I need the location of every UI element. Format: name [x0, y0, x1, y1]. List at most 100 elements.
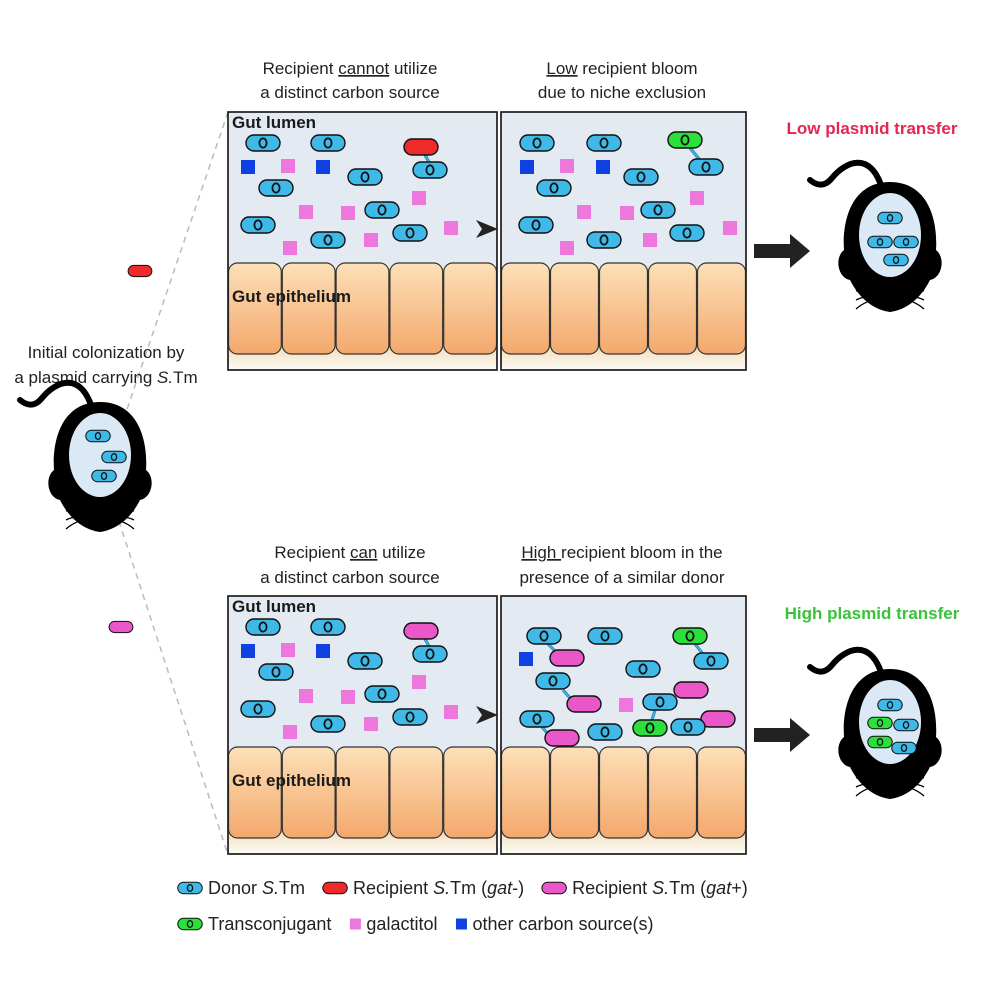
top-right-caption-2: due to niche exclusion: [538, 83, 706, 102]
plasmid-icon: [886, 214, 894, 222]
mouse-low-transfer: [807, 159, 942, 312]
donor-bacterium: [891, 741, 917, 755]
legend-galactitol: galactitol: [366, 914, 437, 934]
whisker: [899, 777, 925, 786]
small-arrow-top: [476, 220, 498, 238]
plasmid-icon: [186, 884, 194, 892]
other-carbon-square: [520, 160, 534, 174]
donor-bacterium: [519, 134, 555, 152]
recipient-gat-plus-bacterium: [544, 729, 580, 747]
recipient-gat-plus-bacterium: [673, 681, 709, 699]
small-arrow-bottom: [476, 706, 498, 724]
donor-bacterium: [245, 618, 281, 636]
recipient-gat-minus-bacterium: [127, 264, 153, 278]
bottom-left-caption: Recipient can utilize: [274, 543, 425, 562]
recipient-gat-plus-bacterium: [541, 881, 567, 895]
epithelial-cell: [227, 262, 282, 355]
low-transfer-label: Low plasmid transfer: [787, 119, 958, 138]
donor-bacterium: [518, 216, 554, 234]
donor-bacterium: [245, 134, 281, 152]
plasmid-icon: [600, 726, 610, 738]
plasmid-icon: [876, 238, 884, 246]
legend-transconjugant: Transconjugant: [208, 914, 331, 934]
legend-recipient-gat-minus: Recipient S.Tm (gat-): [353, 878, 524, 898]
plasmid-icon: [532, 713, 542, 725]
plasmid-icon: [323, 718, 333, 730]
plasmid-icon: [548, 675, 558, 687]
gut-epithelium-label: Gut epithelium: [232, 771, 351, 790]
transconjugant-bacterium: [177, 917, 203, 931]
donor-bacterium: [177, 881, 203, 895]
top-left-caption: Recipient cannot utilize: [263, 59, 438, 78]
recipient-gat-minus-bacterium: [322, 881, 348, 895]
other-carbon-square: [455, 918, 467, 930]
whisker: [65, 510, 91, 519]
plasmid-icon: [902, 238, 910, 246]
donor-bacterium: [310, 231, 346, 249]
top-left-caption-2: a distinct carbon source: [260, 83, 440, 102]
epithelial-cell: [598, 262, 649, 355]
other-carbon-square: [241, 160, 255, 174]
galactitol-square: [341, 690, 355, 704]
plasmid-icon: [405, 227, 415, 239]
donor-bacterium: [877, 698, 903, 712]
donor-bacterium: [519, 710, 555, 728]
epithelial-cell: [696, 746, 747, 839]
donor-bacterium: [392, 708, 428, 726]
other-carbon-square: [316, 644, 330, 658]
epithelial-cell: [227, 746, 282, 839]
plasmid-icon: [685, 630, 695, 642]
transconjugant-bacterium: [867, 716, 893, 730]
mouse-high-transfer: [807, 646, 942, 799]
plasmid-icon: [645, 722, 655, 734]
plasmid-icon: [886, 701, 894, 709]
mouse-tail: [807, 646, 885, 678]
zoom-line-top: [119, 111, 229, 431]
donor-bacterium: [587, 627, 623, 645]
donor-bacterium: [258, 179, 294, 197]
donor-bacterium: [586, 134, 622, 152]
donor-bacterium: [625, 660, 661, 678]
donor-bacterium: [240, 700, 276, 718]
transconjugant-bacterium: [672, 627, 708, 645]
transconjugant-bacterium: [867, 735, 893, 749]
donor-bacterium: [101, 450, 127, 464]
epithelial-cell: [598, 746, 649, 839]
donor-bacterium: [586, 231, 622, 249]
galactitol-square: [690, 191, 704, 205]
epithelial-cell: [389, 262, 444, 355]
donor-bacterium: [240, 216, 276, 234]
plasmid-icon: [100, 472, 108, 480]
donor-bacterium: [640, 201, 676, 219]
galactitol-square: [444, 221, 458, 235]
galactitol-square: [364, 233, 378, 247]
donor-bacterium: [893, 235, 919, 249]
plasmid-icon: [110, 453, 118, 461]
donor-bacterium: [688, 158, 724, 176]
whisker: [899, 290, 925, 299]
recipient-gat-plus-bacterium: [700, 710, 736, 728]
galactitol-square: [412, 675, 426, 689]
donor-bacterium: [258, 663, 294, 681]
whisker: [109, 510, 135, 519]
plasmid-icon: [360, 171, 370, 183]
other-carbon-square: [596, 160, 610, 174]
galactitol-square: [283, 241, 297, 255]
donor-bacterium: [642, 693, 678, 711]
galactitol-square: [723, 221, 737, 235]
galactitol-square: [299, 205, 313, 219]
whisker: [855, 290, 881, 299]
donor-bacterium: [347, 168, 383, 186]
galactitol-square: [577, 205, 591, 219]
transconjugant-bacterium: [632, 719, 668, 737]
epithelial-cell: [549, 262, 600, 355]
galactitol-square: [619, 698, 633, 712]
recipient-gat-plus-bacterium: [108, 620, 134, 634]
epithelial-cell: [335, 262, 390, 355]
donor-bacterium: [364, 201, 400, 219]
plasmid-icon: [94, 432, 102, 440]
donor-bacterium: [670, 718, 706, 736]
arrows: [476, 220, 810, 752]
whisker: [855, 297, 881, 310]
